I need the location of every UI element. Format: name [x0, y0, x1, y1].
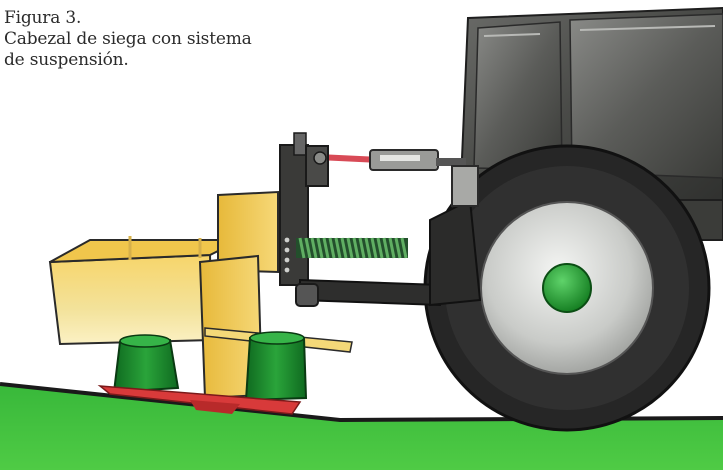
suspension-spring-icon [296, 237, 408, 259]
figure-label: Figura 3. [4, 8, 82, 28]
mower-head [48, 190, 353, 400]
figure-caption: Figura 3. Cabezal de siega con sistema d… [4, 8, 304, 71]
caption-line-1: Cabezal de siega con sistema [4, 29, 252, 49]
caption-line-2: de suspensión. [4, 50, 129, 70]
hitch-frame [279, 132, 482, 307]
mower-drums [112, 331, 308, 402]
rear-wheel [423, 144, 711, 432]
cutter-bar [97, 385, 302, 415]
